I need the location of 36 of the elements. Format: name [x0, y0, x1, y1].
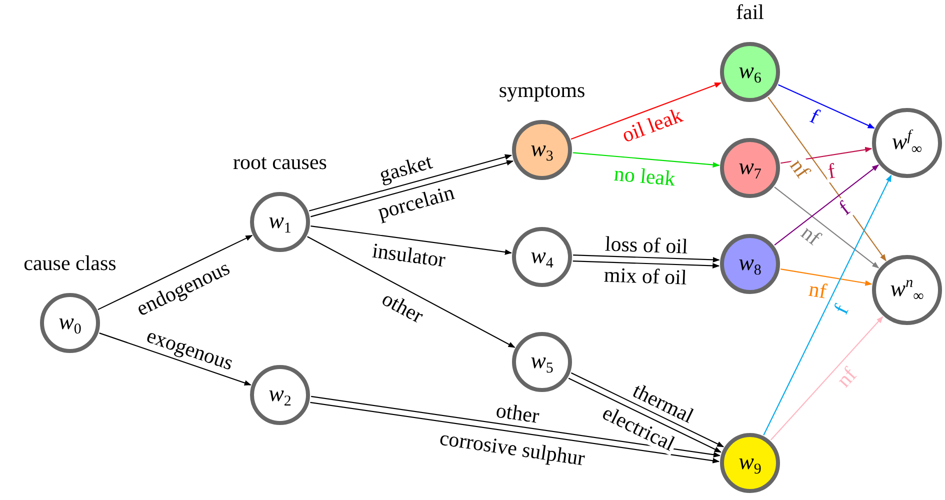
state-circle: w$_{1}$	[250, 192, 310, 252]
arrow	[308, 154, 512, 212]
state-circle: w$_{2}$	[250, 365, 310, 425]
state-circle: w$_{7}$	[720, 138, 780, 198]
arrow	[572, 152, 720, 168]
stage-heading: cause class	[24, 251, 116, 276]
arrow	[573, 254, 720, 263]
state-circle: w$_{4}$	[512, 227, 572, 287]
state-circle: w$_{6}$	[720, 42, 780, 102]
arrow	[307, 236, 516, 348]
arrow	[770, 316, 884, 440]
state-circle: w$_{0}$	[40, 293, 100, 353]
state-circle: w$_{3}$	[512, 120, 572, 180]
state-circle: w$_{8}$	[720, 234, 780, 294]
arrow	[99, 332, 252, 386]
arrow	[310, 226, 512, 255]
arrow	[98, 234, 253, 310]
edge-label: f	[824, 160, 838, 183]
arrow	[774, 164, 880, 246]
arrow	[310, 402, 720, 464]
state-circle: w$_{5}$	[512, 332, 572, 392]
arrow	[774, 186, 880, 268]
stage-heading: fail	[736, 0, 764, 25]
arrow	[311, 396, 720, 458]
arrow	[572, 260, 720, 269]
stage-heading: root causes	[233, 150, 327, 175]
state-circle: w$_{9}$	[720, 433, 780, 493]
arrow	[568, 378, 722, 453]
arrow	[768, 96, 886, 262]
stage-heading: symptoms	[498, 78, 586, 103]
arrow	[778, 84, 875, 129]
arrow	[570, 372, 724, 448]
arrow	[763, 174, 892, 436]
arrow	[780, 268, 872, 286]
arrow	[570, 82, 722, 140]
arrow	[310, 160, 514, 218]
